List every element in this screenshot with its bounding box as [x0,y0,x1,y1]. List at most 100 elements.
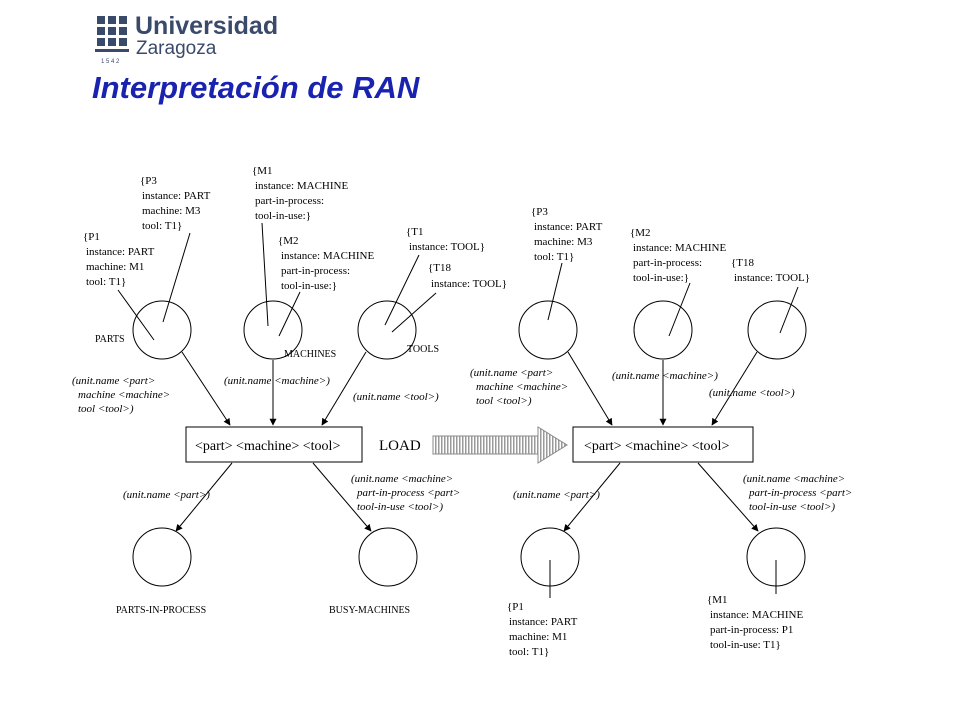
arc-label-line: tool <tool>) [78,403,134,415]
arc-label-line: machine <machine> [78,389,170,401]
token-line: machine: M1 [509,631,567,643]
place-busy-machines [358,527,418,587]
arc-label-line: (unit.name <machine> [351,473,453,485]
token-line: part-in-process: [633,257,702,269]
page-title: Interpretación de RAN [92,70,420,105]
token-line: instance: TOOL} [409,241,485,253]
arc-label-tools-in: (unit.name <tool>) [353,391,439,403]
token-line: tool-in-use:} [633,272,689,284]
token-line: {T18 [428,262,451,274]
arc-label-line: part-in-process <part> [356,487,460,499]
place-machines [633,300,693,360]
token-line: machine: M3 [534,236,593,248]
transition-box [185,426,363,463]
arc-label-pip-out: (unit.name <part>) [513,489,600,501]
label-parts: PARTS [95,334,125,345]
token-m2: {M2 instance: MACHINE part-in-process: t… [630,227,729,284]
label-busy-machines: BUSY-MACHINES [329,605,410,616]
token-pointer [391,292,437,333]
arc-label-busy-out: (unit.name <machine> part-in-process <pa… [351,473,463,513]
token-pointer [261,222,269,327]
token-t18: {T18 instance: TOOL} [428,262,507,290]
token-line: instance: PART [86,246,155,258]
load-transformation: LOAD [379,426,568,464]
transition-box [572,426,754,463]
arc-tools-to-transition [711,351,758,426]
token-line: {T1 [406,226,424,238]
arc-tools-to-transition [321,351,367,426]
left-net: PARTS MACHINES TOOLS PARTS-IN-PROCESS BU… [72,165,507,616]
token-pointer [162,232,191,323]
token-m2: {M2 instance: MACHINE part-in-process: t… [278,235,377,292]
university-logo: Universidad Zaragoza 1 5 4 2 [95,12,279,65]
token-line: {P1 [507,601,524,613]
token-line: machine: M3 [142,205,201,217]
place-tools [747,300,807,360]
token-line: tool-in-use:} [281,280,337,292]
token-pointer [384,254,420,326]
token-line: tool-in-use: T1} [710,639,781,651]
load-arrow-icon [432,426,568,464]
token-p3: {P3 instance: PART machine: M3 tool: T1} [531,206,605,263]
arc-label-parts-in: (unit.name <part> machine <machine> tool… [470,367,571,407]
token-p3: {P3 instance: PART machine: M3 tool: T1} [140,175,213,232]
label-tools: TOOLS [407,344,439,355]
place-parts-in-process [132,527,192,587]
place-machines [243,300,303,360]
arc-label-parts-in: (unit.name <part> machine <machine> tool… [72,375,173,415]
label-machines: MACHINES [284,349,336,360]
token-line: instance: MACHINE [710,609,803,621]
token-line: {P1 [83,231,100,243]
logo-year: 1 5 4 2 [101,59,120,65]
right-net: <part> <machine> <tool> (unit.name <part… [470,206,855,658]
arc-parts-to-transition [567,351,613,426]
token-line: tool: T1} [534,251,574,263]
token-p1: {P1 instance: PART machine: M1 tool: T1} [83,231,157,288]
token-line: part-in-process: [255,195,324,207]
arc-label-line: tool-in-use <tool>) [357,501,443,513]
logo-university: Universidad [135,12,279,40]
token-line: instance: PART [534,221,603,233]
arc-label-line: (unit.name <part> [470,367,553,379]
token-line: tool: T1} [142,220,182,232]
token-line: machine: M1 [86,261,144,273]
place-tools [357,300,417,360]
token-line: tool-in-use:} [255,210,311,222]
arc-transition-to-busy [312,462,372,532]
token-pointer [547,262,563,321]
arc-label-tools-in: (unit.name <tool>) [709,387,795,399]
token-m1: {M1 instance: MACHINE part-in-process: t… [252,165,351,222]
place-parts [518,300,578,360]
arc-transition-to-pip [175,462,233,532]
arc-label-line: tool-in-use <tool>) [749,501,835,513]
token-t1: {T1 instance: TOOL} [406,226,485,253]
token-line: {M2 [630,227,651,239]
token-line: {M2 [278,235,299,247]
token-line: instance: MACHINE [633,242,726,254]
token-t18: {T18 instance: TOOL} [731,257,810,284]
arc-label-line: machine <machine> [476,381,568,393]
logo-city: Zaragoza [136,38,217,59]
place-parts [132,300,192,360]
token-pointer [278,291,301,337]
transition-label: <part> <machine> <tool> [584,439,729,454]
token-line: instance: MACHINE [281,250,374,262]
token-m1: {M1 instance: MACHINE part-in-process: P… [707,594,806,651]
transition-label: <part> <machine> <tool> [195,439,340,454]
token-line: instance: TOOL} [431,278,507,290]
token-line: tool: T1} [509,646,549,658]
token-pointer [779,286,799,334]
token-line: instance: PART [509,616,578,628]
token-line: part-in-process: [281,265,350,277]
token-line: {M1 [252,165,273,177]
token-line: {M1 [707,594,728,606]
arc-label-line: tool <tool>) [476,395,532,407]
arc-label-machines-in: (unit.name <machine>) [612,370,718,382]
token-line: {T18 [731,257,754,269]
token-pointer [117,289,155,341]
label-parts-in-process: PARTS-IN-PROCESS [116,605,206,616]
token-line: instance: MACHINE [255,180,348,192]
arc-label-line: (unit.name <part> [72,375,155,387]
arc-label-busy-out: (unit.name <machine> part-in-process <pa… [743,473,855,513]
